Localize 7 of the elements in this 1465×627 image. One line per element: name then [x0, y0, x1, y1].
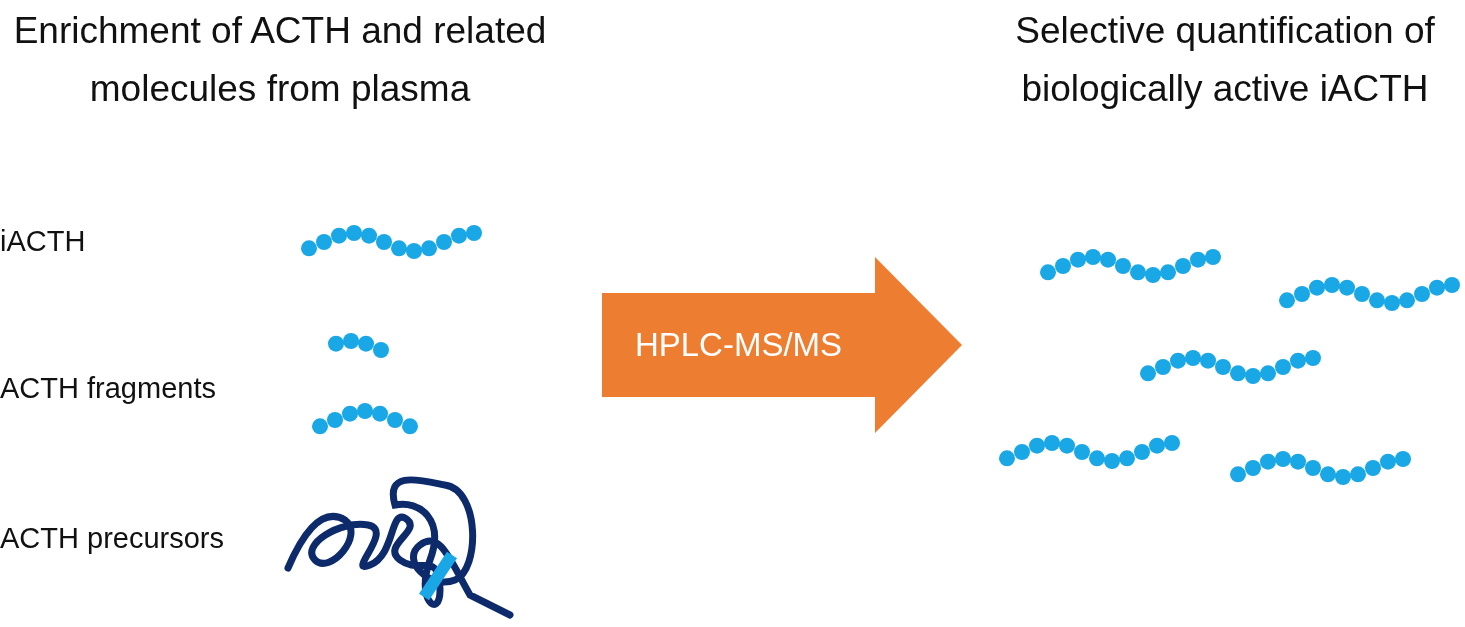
molecule-label: ACTH fragments: [0, 372, 216, 405]
heading: Selective quantification of biologically active iACTH: [1014, 9, 1436, 111]
molecule-label: iACTH: [0, 225, 86, 258]
heading: Enrichment of ACTH and related molecules from plasma: [12, 9, 548, 111]
block-arrow: [602, 257, 962, 433]
arrow-label: HPLC-MS/MS: [633, 325, 844, 365]
molecule-label: ACTH precursors: [0, 522, 224, 555]
